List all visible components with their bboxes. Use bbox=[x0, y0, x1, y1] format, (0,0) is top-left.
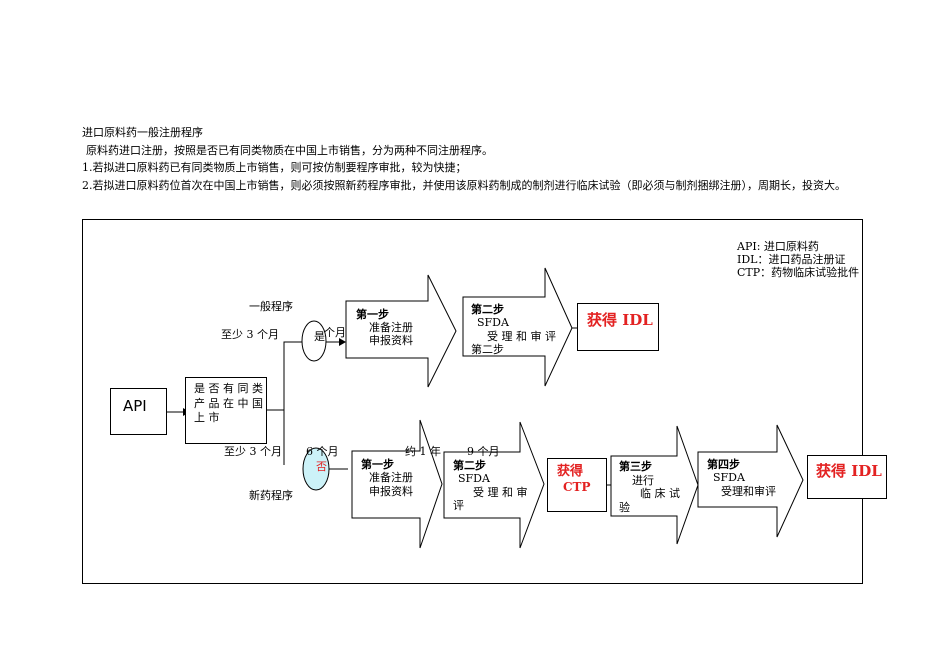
legend-idl: IDL：进口药品注册证 bbox=[737, 253, 846, 266]
top-step2-arrow bbox=[462, 267, 573, 387]
bottom-step2-line1: SFDA bbox=[458, 472, 490, 485]
bottom-step2-arrow bbox=[443, 421, 545, 549]
bottom-idl-result: 获得 IDL bbox=[816, 462, 882, 480]
intro-line-3: 2.若拟进口原料药位首次在中国上市销售，则必须按照新药程序审批，并使用该原料药制… bbox=[82, 179, 846, 192]
question-box: 是 否 有 同 类 产 品 在 中 国 上 市 bbox=[185, 377, 267, 444]
bottom-step2-line3: 评 bbox=[453, 499, 464, 512]
bottom-step3-title: 第三步 bbox=[619, 460, 652, 473]
top-idl-result: 获得 IDL bbox=[587, 311, 653, 329]
api-box: API bbox=[110, 388, 167, 435]
bottom-step1-line2: 申报资料 bbox=[369, 485, 413, 498]
top-step1-line1: 准备注册 bbox=[369, 321, 413, 334]
bottom-step1-line1: 准备注册 bbox=[369, 471, 413, 484]
bottom-step3-line3: 验 bbox=[619, 501, 630, 514]
top-step2-title: 第二步 bbox=[471, 303, 504, 316]
bottom-step4-line1: SFDA bbox=[713, 471, 745, 484]
bottom-step1-title: 第一步 bbox=[361, 458, 394, 471]
connector-to-yes bbox=[267, 341, 304, 411]
yes-label: 是 bbox=[314, 330, 325, 343]
general-time-label: 至少 3 个月 bbox=[221, 328, 279, 341]
ctp-result-line1: 获得 bbox=[557, 464, 584, 479]
no-label: 否 bbox=[316, 460, 327, 473]
bottom-step2-line2: 受 理 和 审 bbox=[473, 486, 528, 499]
top-step1-title: 第一步 bbox=[356, 308, 389, 321]
no-overlap-label-3: 9 个月 bbox=[467, 445, 500, 458]
bottom-step4-arrow bbox=[697, 424, 804, 538]
no-overlap-label-1: 6 个月 bbox=[306, 445, 339, 458]
question-line-3: 上 市 bbox=[194, 411, 220, 424]
general-procedure-label: 一般程序 bbox=[249, 300, 293, 313]
bottom-step3-arrow bbox=[610, 425, 699, 545]
question-line-2: 产 品 在 中 国 bbox=[194, 397, 263, 410]
bottom-step3-line1: 进行 bbox=[632, 474, 654, 487]
ctp-result-line2: CTP bbox=[563, 480, 591, 494]
api-box-label: API bbox=[123, 397, 147, 415]
top-step1-arrow bbox=[345, 274, 457, 388]
top-step1-line2: 申报资料 bbox=[369, 334, 413, 347]
new-time-label: 至少 3 个月 bbox=[224, 445, 282, 458]
yes-ellipse bbox=[301, 320, 327, 362]
bottom-step4-title: 第四步 bbox=[707, 458, 740, 471]
question-line-1: 是 否 有 同 类 bbox=[194, 382, 263, 395]
intro-line-1: 原料药进口注册，按照是否已有同类物质在中国上市销售，分为两种不同注册程序。 bbox=[86, 144, 493, 157]
bottom-step2-title: 第二步 bbox=[453, 459, 486, 472]
yes-overlap-label: 个月 bbox=[324, 326, 346, 339]
no-overlap-label-2: 约 1 年 bbox=[405, 445, 441, 458]
bottom-step1-arrow bbox=[351, 419, 443, 549]
bottom-step3-line2: 临 床 试 bbox=[640, 487, 680, 500]
top-step2-line1: SFDA bbox=[477, 316, 509, 329]
top-step2-line2: 受 理 和 审 评 bbox=[487, 330, 556, 343]
ctp-result-box: 获得 CTP bbox=[547, 458, 607, 512]
top-step2-line3: 第二步 bbox=[471, 343, 504, 356]
legend-api: API: 进口原料药 bbox=[737, 240, 819, 253]
doc-title: 进口原料药一般注册程序 bbox=[82, 126, 203, 139]
diagram-frame bbox=[82, 219, 863, 584]
legend-ctp: CTP：药物临床试验批件 bbox=[737, 266, 860, 279]
bottom-idl-result-box: 获得 IDL bbox=[807, 455, 887, 499]
top-idl-result-box: 获得 IDL bbox=[577, 303, 659, 351]
intro-line-2: 1.若拟进口原料药已有同类物质上市销售，则可按仿制要程序审批，较为快捷； bbox=[82, 161, 467, 174]
bottom-step4-line2: 受理和审评 bbox=[721, 485, 776, 498]
new-procedure-label: 新药程序 bbox=[249, 489, 293, 502]
